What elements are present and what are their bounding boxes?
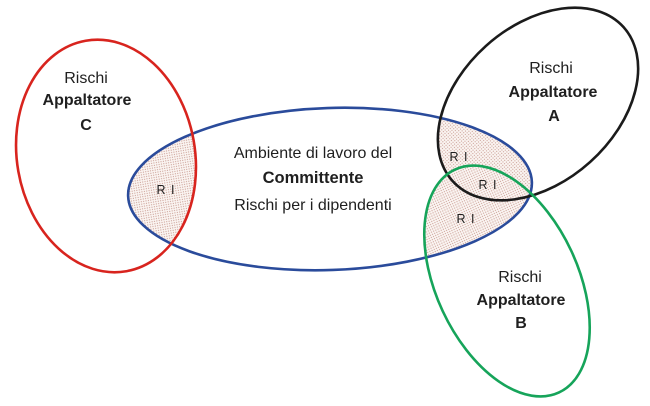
committente-label-line1: Ambiente di lavoro del [234,145,392,162]
overlap-label-a-committente: R I [450,150,469,164]
appaltatore-c-label-line1: Rischi [64,70,108,87]
overlap-shade-b-committente [424,165,535,278]
overlap-label-c-committente: R I [157,183,176,197]
appaltatore-b-label-line2: Appaltatore [477,292,566,309]
committente-ellipse [126,106,534,272]
overlap-shade-a-committente [437,100,535,201]
appaltatore-b-label-line1: Rischi [498,269,542,286]
committente-label-line3: Rischi per i dipendenti [234,197,391,214]
committente-label-line2: Committente [263,169,364,187]
overlap-shade-c-committente [125,100,196,273]
appaltatore-c-ellipse [14,38,198,274]
appaltatore-b-ellipse [422,164,592,398]
appaltatore-a-label-line2: Appaltatore [509,84,598,101]
appaltatore-b-label-line3: B [515,315,527,332]
appaltatore-a-label-line1: Rischi [529,60,573,77]
appaltatore-a-ellipse [436,6,640,202]
overlap-label-a-b-committente: R I [479,178,498,192]
appaltatore-c-label-line2: Appaltatore [43,92,132,109]
appaltatore-a-label-line3: A [548,108,560,125]
appaltatore-c-label-line3: C [80,117,92,134]
overlap-label-b-committente: R I [457,212,476,226]
